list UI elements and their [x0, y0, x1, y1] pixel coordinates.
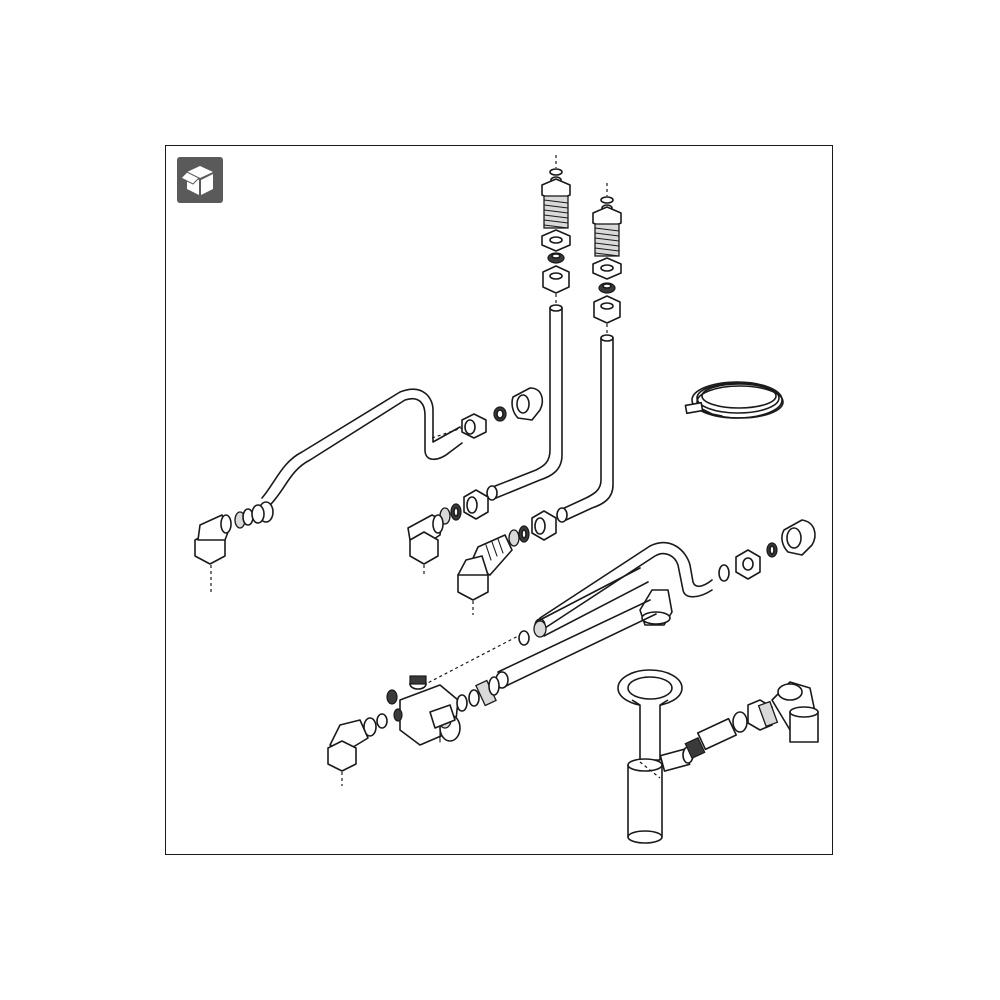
drain-elbow-fitting	[684, 681, 819, 760]
left-supply-pipe	[258, 388, 463, 523]
coiled-capillary-line	[684, 381, 784, 419]
hot-inlet-stack	[541, 155, 571, 304]
crossover-nut-set	[718, 519, 816, 582]
mixing-valve-assembly	[386, 675, 500, 746]
lower-angle-elbow	[327, 708, 403, 786]
hot-line-fittings	[407, 489, 489, 577]
left-pipe-nut-set	[431, 387, 544, 439]
cold-inlet-stack	[592, 183, 622, 334]
cold-supply-pipe	[556, 334, 614, 523]
hot-supply-pipe	[486, 304, 563, 501]
crossover-pipe	[534, 541, 713, 634]
cold-line-fittings	[457, 510, 557, 615]
bottle-trap-siphon	[617, 669, 694, 844]
package-box-icon	[177, 157, 223, 203]
lower-connecting-pipe	[417, 567, 657, 689]
left-angle-elbow	[194, 504, 265, 592]
